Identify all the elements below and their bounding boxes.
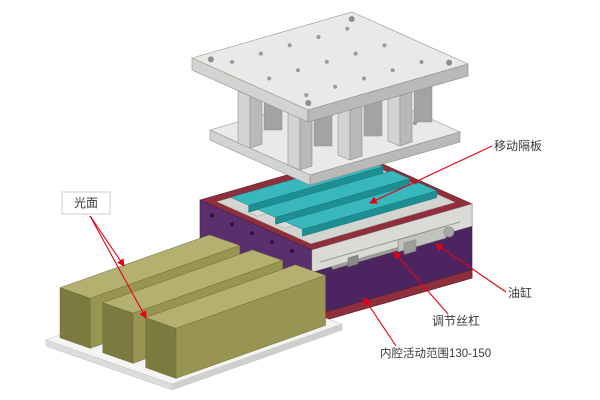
annotation-adjusting-screw: 调节丝杠 [393, 251, 480, 328]
mold-blocks [59, 234, 327, 379]
label-cavity-range: 内腔活动范围130-150 [380, 346, 491, 360]
cylinder-cap [443, 226, 455, 238]
label-movable-partition: 移动隔板 [494, 139, 542, 153]
smooth-surface-block-front [144, 264, 327, 379]
annotation-movable-partition: 移动隔板 [369, 139, 542, 204]
top-plate-bolt-holes [207, 16, 453, 106]
oil-cylinder [397, 225, 455, 255]
annotations: 光面 移动隔板 油缸 调节丝杠 内腔活动范围130-150 [61, 139, 542, 360]
middle-plate-right-face [309, 131, 461, 186]
label-frame [61, 191, 111, 215]
top-plate [191, 11, 469, 123]
annotation-oil-cylinder: 油缸 [435, 243, 532, 300]
leader-line [89, 215, 147, 319]
block-end-face [145, 317, 177, 379]
leader-line [435, 243, 507, 293]
leader-line [393, 251, 449, 315]
mold-face-bolts [210, 213, 294, 254]
leader-line [363, 297, 397, 347]
support-column [237, 90, 263, 149]
base-plate-right-face [171, 323, 343, 391]
block-end-face [102, 302, 134, 364]
annotation-cavity-range: 内腔活动范围130-150 [363, 297, 491, 360]
partition-top-face [256, 170, 411, 218]
screw-nut [347, 254, 359, 268]
mechanism-rail [311, 203, 473, 273]
label-adjusting-screw: 调节丝杠 [432, 313, 480, 328]
support-column [387, 90, 413, 147]
support-column [337, 104, 363, 161]
annotation-smooth-surface: 光面 [61, 191, 147, 319]
block-end-face [59, 287, 91, 349]
label-smooth-surface: 光面 [74, 196, 98, 210]
top-plate-right-face [307, 63, 469, 123]
movable-partition-3 [283, 182, 438, 237]
label-oil-cylinder: 油缸 [508, 285, 532, 300]
cylinder-block [403, 239, 417, 255]
leader-line [89, 215, 125, 267]
partition-top-face [283, 182, 438, 230]
support-columns [237, 75, 433, 171]
leader-line [369, 145, 493, 204]
